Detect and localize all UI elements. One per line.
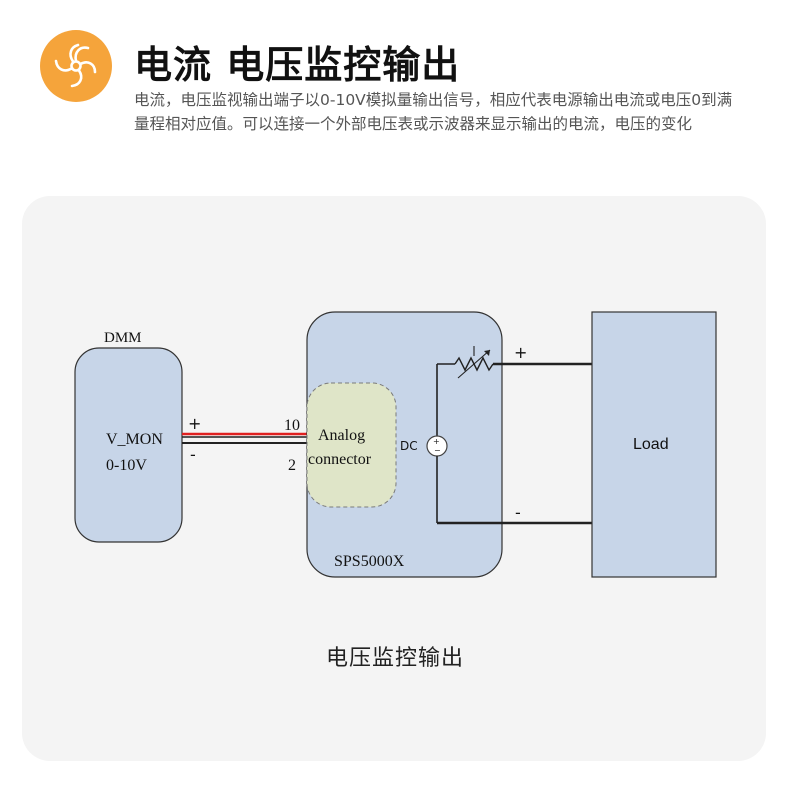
sps-model-label: SPS5000X bbox=[334, 553, 405, 570]
dmm-plus-terminal: + bbox=[188, 414, 201, 433]
dmm-box bbox=[74, 347, 183, 543]
analog-connector-label-line1: Analog bbox=[318, 427, 365, 444]
pin-2-label: 2 bbox=[288, 457, 296, 474]
dc-source-plus: + bbox=[433, 437, 440, 446]
load-plus-terminal: + bbox=[514, 343, 527, 362]
diagram-caption: 电压监控输出 bbox=[325, 646, 464, 671]
page-description: 电流，电压监视输出端子以0-10V模拟量输出信号，相应代表电源输出电流或电压0到… bbox=[134, 91, 733, 133]
load-minus-terminal: - bbox=[515, 503, 521, 522]
resistor-arrow bbox=[457, 349, 491, 379]
dc-label: DC bbox=[400, 439, 418, 453]
resistor-arrowhead bbox=[484, 350, 490, 356]
pin-10-label: 10 bbox=[284, 417, 300, 434]
dc-source-minus: − bbox=[434, 446, 441, 455]
dmm-minus-terminal: - bbox=[190, 445, 196, 464]
analog-connector-box bbox=[306, 382, 397, 508]
load-box bbox=[591, 311, 717, 578]
fan-logo-icon bbox=[40, 30, 112, 102]
load-label: Load bbox=[633, 436, 669, 453]
dmm-label: DMM bbox=[104, 330, 142, 346]
page-title: 电流 电压监控输出 bbox=[134, 43, 461, 87]
analog-connector-label-line2: connector bbox=[308, 451, 372, 468]
dmm-vmon-label: V_MON bbox=[106, 431, 163, 448]
dmm-range-label: 0-10V bbox=[106, 457, 147, 474]
